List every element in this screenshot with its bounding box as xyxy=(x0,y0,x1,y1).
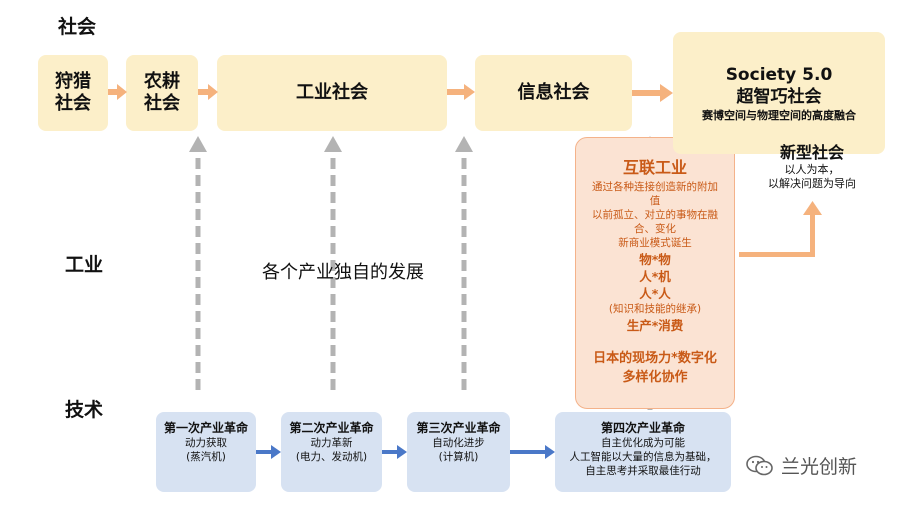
third-revolution-line1: 自动化进步 xyxy=(432,437,485,449)
wechat-icon xyxy=(746,455,773,475)
connected-industry-line: 通过各种连接创造新的附加 xyxy=(592,181,718,193)
pair-thing-thing: 物*物 xyxy=(639,252,671,267)
hunting-society-line2: 社会 xyxy=(55,93,91,114)
second-revolution-title: 第二次产业革命 xyxy=(289,421,374,435)
connected-industry-panel: 互联工业 通过各种连接创造新的附加 值 以前孤立、对立的事物在融 合、变化 新商… xyxy=(575,137,735,409)
new-society-title: 新型社会 xyxy=(779,143,844,162)
third-revolution-line2: (计算机) xyxy=(438,451,479,463)
industrial-society-box: 工业社会 xyxy=(217,55,447,131)
new-society-line1: 以人为本， xyxy=(784,163,840,176)
connected-industry-line: 以前孤立、对立的事物在融 xyxy=(592,209,718,221)
row-label-industry: 工业 xyxy=(65,254,104,276)
connected-industry-title: 互联工业 xyxy=(622,158,687,177)
first-revolution-title: 第一次产业革命 xyxy=(163,421,248,435)
fourth-revolution-box: 第四次产业革命 自主优化成为可能 人工智能以大量的信息为基础， 自主思考并采取最… xyxy=(555,412,731,492)
first-revolution-line2: (蒸汽机) xyxy=(186,451,226,463)
independent-development-label: 各个产业独自的发展 xyxy=(262,262,424,283)
connected-industry-line: 新商业模式诞生 xyxy=(618,237,692,249)
second-revolution-box: 第二次产业革命 动力革新 (电力、发动机) xyxy=(281,412,382,492)
fourth-revolution-line1: 自主优化成为可能 xyxy=(601,437,685,449)
production-consumption: 生产*消费 xyxy=(626,318,684,333)
japan-digital-line: 日本的现场力*数字化 xyxy=(593,351,717,366)
second-revolution-line2: (电力、发动机) xyxy=(295,451,368,463)
connected-industry-line: 合、变化 xyxy=(634,223,676,235)
farming-society-line1: 农耕 xyxy=(144,71,180,92)
pair-human-human: 人*人 xyxy=(639,286,671,301)
society-5-subtitle: 赛博空间与物理空间的高度融合 xyxy=(702,109,856,122)
row-label-technology: 技术 xyxy=(65,399,104,421)
third-revolution-box: 第三次产业革命 自动化进步 (计算机) xyxy=(407,412,510,492)
third-revolution-title: 第三次产业革命 xyxy=(416,421,501,435)
new-society-block: 新型社会 以人为本， 以解决问题为导向 xyxy=(757,143,867,191)
new-society-arrow xyxy=(739,201,822,257)
hunting-society-line1: 狩猎 xyxy=(55,71,91,92)
fourth-revolution-title: 第四次产业革命 xyxy=(600,421,685,435)
new-society-line2: 以解决问题为导向 xyxy=(768,177,856,190)
row-label-society: 社会 xyxy=(58,16,97,38)
diverse-collaboration-line: 多样化协作 xyxy=(622,370,688,385)
farming-society-line2: 社会 xyxy=(144,93,180,114)
society-5-box: Society 5.0 超智巧社会 赛博空间与物理空间的高度融合 xyxy=(673,32,885,154)
farming-society-box: 农耕 社会 xyxy=(126,55,198,131)
industrial-society-label: 工业社会 xyxy=(296,82,368,103)
information-society-box: 信息社会 xyxy=(475,55,632,131)
fourth-revolution-line2: 人工智能以大量的信息为基础， xyxy=(569,451,717,463)
first-revolution-box: 第一次产业革命 动力获取 (蒸汽机) xyxy=(156,412,256,492)
society-5-title: Society 5.0 xyxy=(725,65,833,85)
connected-industry-line: 值 xyxy=(649,195,661,207)
orange-flow-arrows xyxy=(108,84,673,102)
first-revolution-line1: 动力获取 xyxy=(185,437,227,449)
blue-flow-arrows xyxy=(256,445,555,459)
fourth-revolution-line3: 自主思考并采取最佳行动 xyxy=(585,465,701,477)
society-5-name: 超智巧社会 xyxy=(736,87,822,107)
watermark-text: 兰光创新 xyxy=(781,456,858,478)
pair-human-machine: 人*机 xyxy=(639,269,671,284)
watermark: 兰光创新 xyxy=(745,452,857,479)
information-society-label: 信息社会 xyxy=(517,82,590,103)
hunting-society-box: 狩猎 社会 xyxy=(38,55,108,131)
knowledge-note: (知识和技能的继承) xyxy=(608,303,702,315)
second-revolution-line1: 动力革新 xyxy=(310,437,353,449)
